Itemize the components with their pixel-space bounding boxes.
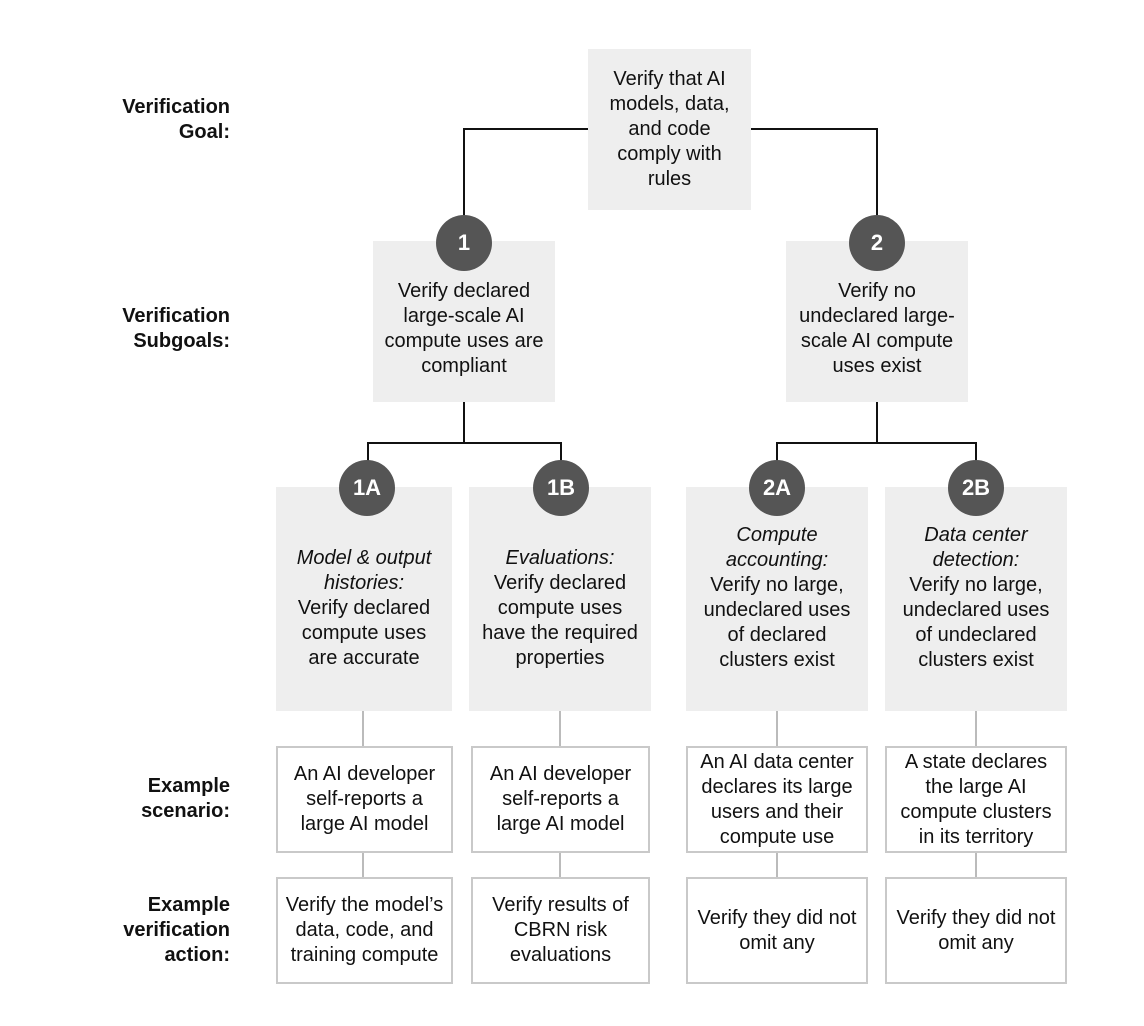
goal-text-line: models, data, [609,93,730,115]
action-2b-box: Verify they did not omit any [885,877,1067,984]
method-1a-text-line: compute uses [301,621,427,644]
action-2b-text-line: Verify they did not [896,906,1056,929]
action-1b-text-line: evaluations [509,944,612,966]
method-1a-title-line: histories: [323,571,405,594]
method-2a-text-line: Verify no large, [710,574,844,596]
method-2b-title-line: Data center [924,524,1028,546]
method-1b-badge: 1B [533,460,589,516]
method-2b-text-line: clusters exist [918,649,1034,671]
scenario-2a-text-line: users and their [710,800,844,823]
row-label-subgoals: Verification Subgoals: [30,304,230,354]
connector-goal-to-subgoal-1 [463,128,588,215]
row-label-scenario-line: Example [147,775,230,797]
action-2a-text-line: omit any [739,931,815,954]
method-2b-text-line: undeclared uses [902,599,1050,621]
scenario-1b-text-line: large AI model [496,813,625,835]
row-label-subgoals-line: Verification [122,305,230,327]
subgoal-1-text-line: compliant [421,354,507,377]
method-1a-text-line: Verify declared [297,596,431,619]
method-1a-text-line: are accurate [308,646,420,669]
method-2a-title-line: accounting: [725,549,829,571]
scenario-1a-text-line: self-reports a [306,788,423,810]
method-1b-text-line: compute uses [497,596,623,619]
action-1b-text-line: CBRN risk [513,919,608,941]
method-2a-text-line: clusters exist [719,649,835,671]
method-1a-box: Model & output histories: Verify declare… [276,487,452,711]
row-label-action-line: action: [164,944,230,966]
subgoal-2-text-line: scale AI compute [800,329,954,352]
subgoal-1-badge: 1 [436,215,492,271]
action-2b-text-line: omit any [938,931,1014,954]
row-label-scenario: Example scenario: [30,774,230,824]
subgoal-1-text-line: compute uses are [384,329,544,352]
row-label-action: Example verification action: [30,893,230,968]
method-2a-box: Compute accounting: Verify no large, und… [686,487,868,711]
row-label-subgoals-line: Subgoals: [133,330,230,352]
scenario-2a-text-line: compute use [719,825,835,848]
method-2b-title-line: detection: [932,549,1020,571]
subgoal-1-text-line: Verify declared [397,279,531,302]
row-label-goal-line: Goal: [178,121,230,143]
subgoal-2-badge: 2 [849,215,905,271]
subgoal-2-text-line: undeclared large- [799,304,955,327]
method-1a-badge: 1A [339,460,395,516]
action-1b-text-line: Verify results of [492,894,629,916]
scenario-1b-text-line: An AI developer [489,763,632,785]
scenario-2a-box: An AI data center declares its large use… [686,746,868,853]
action-1b-box: Verify results of CBRN risk evaluations [471,877,650,984]
row-label-goal-line: Verification [122,96,230,118]
action-1a-text-line: data, code, and [295,919,434,941]
method-1a-title-line: Model & output [296,546,432,569]
method-2b-text-line: Verify no large, [909,574,1043,596]
action-1a-box: Verify the model’s data, code, and train… [276,877,453,984]
action-1a-text-line: Verify the model’s [285,894,444,916]
scenario-2a-text-line: An AI data center [700,750,854,773]
goal-text-line: comply with [617,143,722,165]
connector-subgoal-1-to-1b [464,442,562,462]
scenario-2b-box: A state declares the large AI compute cl… [885,746,1067,853]
method-2b-badge: 2B [948,460,1004,516]
scenario-2b-text-line: in its territory [918,825,1034,848]
method-2b-text-line: of undeclared [915,624,1037,646]
subgoal-2-text-line: uses exist [832,354,922,377]
scenario-1a-text-line: large AI model [300,813,429,835]
scenario-1a-text-line: An AI developer [293,763,436,785]
goal-text-line: and code [628,118,711,140]
action-2a-text-line: Verify they did not [697,906,857,929]
scenario-2b-text-line: A state declares [904,750,1048,773]
subgoal-1-text-line: large-scale AI [403,304,525,327]
action-2a-box: Verify they did not omit any [686,877,868,984]
row-label-scenario-line: scenario: [141,800,230,822]
method-2a-title-line: Compute [736,524,818,546]
subgoal-2-text-line: Verify no [838,279,916,302]
connector-goal-to-subgoal-2 [751,128,878,215]
method-1b-text-line: have the required [482,621,638,644]
row-label-action-line: verification [123,919,230,941]
method-1b-text-line: Verify declared [493,571,627,594]
scenario-2b-text-line: the large AI [925,775,1027,798]
row-label-action-line: Example [147,894,230,916]
scenario-2b-text-line: compute clusters [900,800,1052,823]
method-2a-text-line: undeclared uses [703,599,851,621]
method-1b-title-line: Evaluations: [505,546,615,569]
connector-subgoal-2-to-2b [877,442,977,462]
goal-text-line: rules [647,168,692,190]
method-1b-box: Evaluations: Verify declared compute use… [469,487,651,711]
connector-subgoal-2-to-methods [776,402,878,462]
scenario-1a-box: An AI developer self-reports a large AI … [276,746,453,853]
method-2b-box: Data center detection: Verify no large, … [885,487,1067,711]
scenario-1b-box: An AI developer self-reports a large AI … [471,746,650,853]
method-2a-badge: 2A [749,460,805,516]
connector-subgoal-1-to-methods [367,402,465,462]
method-1b-text-line: properties [515,646,605,669]
scenario-2a-text-line: declares its large [701,775,853,798]
goal-text-line: Verify that AI [613,68,726,90]
row-label-goal: Verification Goal: [30,95,230,145]
action-1a-text-line: training compute [290,944,439,966]
subgoal-1-box: Verify declared large-scale AI compute u… [373,241,555,402]
scenario-1b-text-line: self-reports a [502,788,619,810]
method-2a-text-line: of declared [727,624,827,646]
goal-box: Verify that AI models, data, and code co… [588,49,751,210]
